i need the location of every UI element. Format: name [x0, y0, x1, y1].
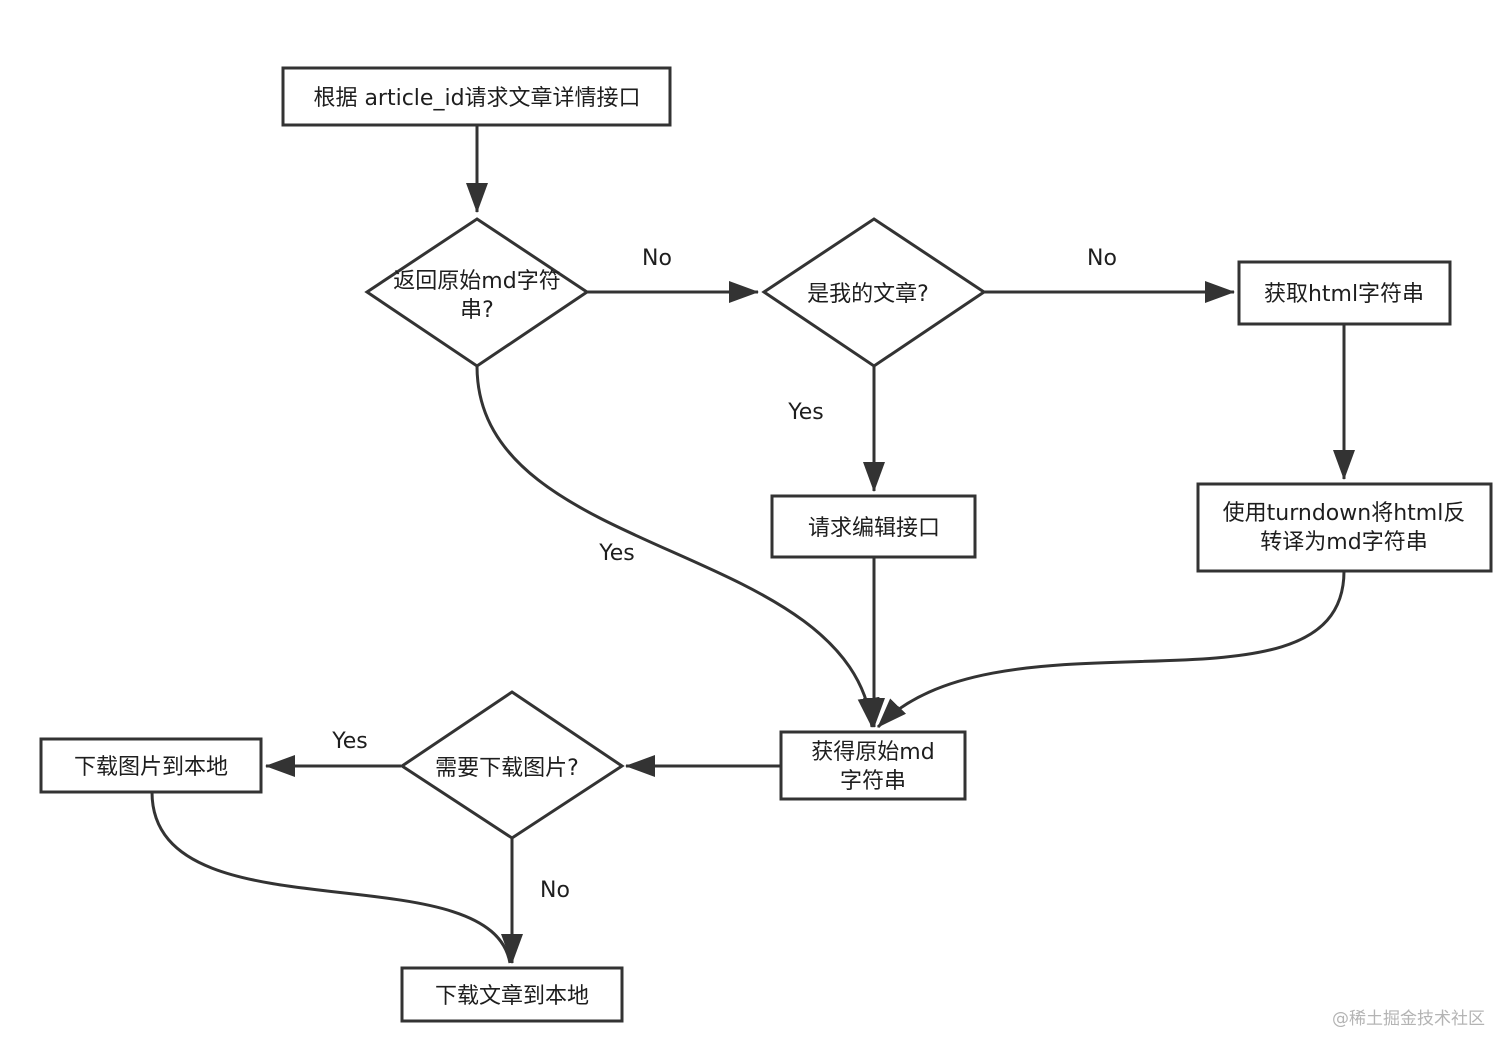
node-request-detail-text: 根据 article_id请求文章详情接口 [313, 86, 640, 111]
node-turndown: 使用turndown将html反 转译为md字符串 [1196, 482, 1493, 573]
node-get-html-text: 获取html字符串 [1264, 282, 1424, 307]
edge-label-has-md-no: No [642, 246, 672, 271]
node-has-md: 返回原始md字符 串? [364, 217, 590, 368]
edge-has-md-to-got-md [475, 365, 880, 728]
node-download-article-text: 下载文章到本地 [435, 984, 589, 1009]
edge-download-images-to-download-article [150, 791, 512, 964]
node-request-edit: 请求编辑接口 [770, 494, 977, 559]
edge-label-is-mine-yes: Yes [787, 400, 824, 425]
node-request-edit-text: 请求编辑接口 [808, 516, 940, 541]
edge-label-is-mine-no: No [1087, 246, 1117, 271]
node-is-mine-text: 是我的文章? [807, 282, 929, 307]
edge-turndown-to-got-md [876, 570, 1346, 729]
node-turndown-text-line1: 使用turndown将html反 [1223, 501, 1466, 526]
edges [150, 125, 1355, 964]
node-has-md-text-line1: 返回原始md字符 [393, 269, 560, 294]
node-download-article: 下载文章到本地 [400, 966, 624, 1023]
edge-label-has-md-yes: Yes [598, 541, 635, 566]
node-need-images: 需要下载图片? [399, 690, 625, 840]
watermark: @稀土掘金技术社区 [1332, 1009, 1485, 1029]
node-got-md-text-line1: 获得原始md [811, 740, 934, 765]
node-get-html: 获取html字符串 [1237, 260, 1452, 326]
edge-label-need-images-no: No [540, 878, 570, 903]
node-turndown-text-line2: 转译为md字符串 [1260, 530, 1427, 555]
node-is-mine: 是我的文章? [761, 217, 987, 368]
edge-label-need-images-yes: Yes [331, 729, 368, 754]
node-got-md-text-line2: 字符串 [840, 769, 906, 794]
node-got-md: 获得原始md 字符串 [779, 730, 967, 801]
node-download-images: 下载图片到本地 [39, 737, 263, 794]
node-has-md-text-line2: 串? [460, 298, 494, 323]
node-download-images-text: 下载图片到本地 [74, 755, 228, 780]
node-request-detail: 根据 article_id请求文章详情接口 [281, 66, 672, 127]
node-need-images-text: 需要下载图片? [435, 756, 579, 781]
